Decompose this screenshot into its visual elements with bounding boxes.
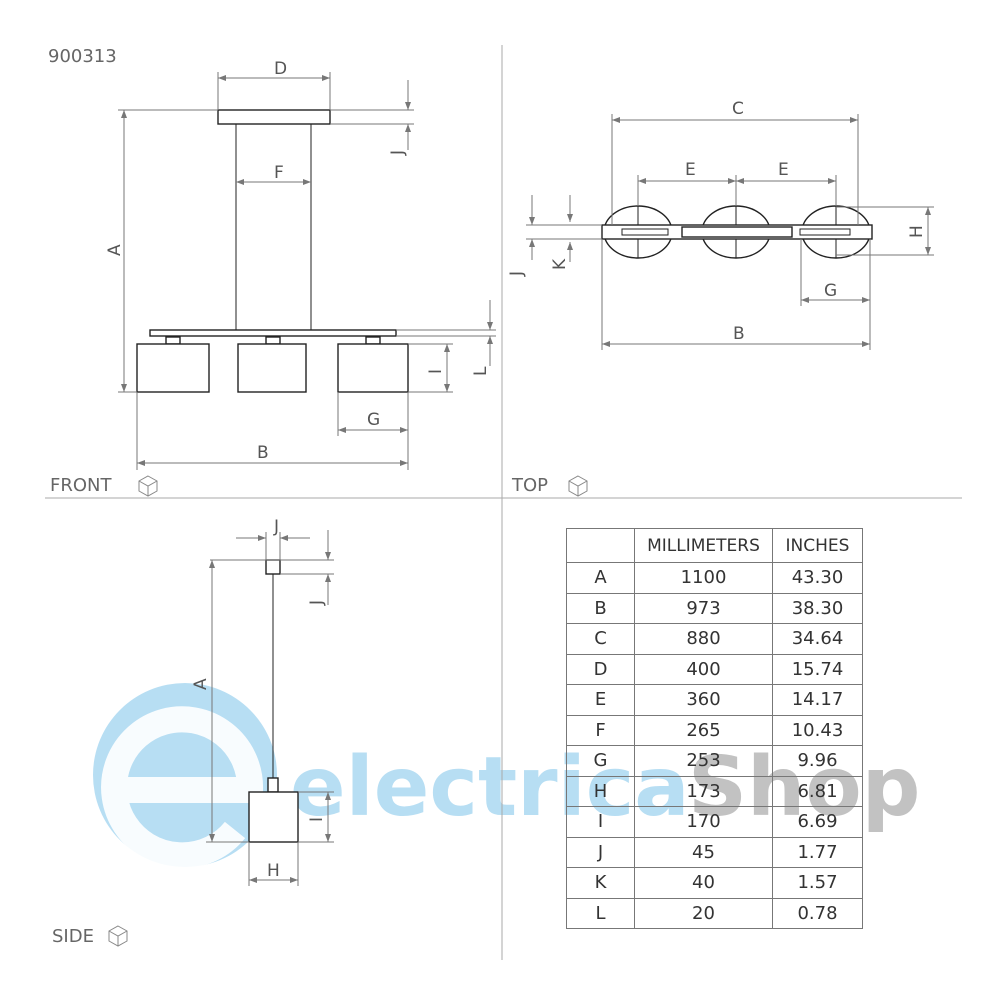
inches-value: 15.74 [772, 653, 863, 685]
label-a-side: A [191, 678, 211, 690]
inches-value: 10.43 [772, 714, 863, 746]
label-k: K [550, 258, 570, 270]
inches-value: 34.64 [772, 623, 863, 655]
dimension-letter: H [566, 775, 635, 807]
dimension-letter: K [566, 867, 635, 899]
side-view-title: SIDE [52, 926, 94, 947]
front-view-title: FRONT [50, 475, 112, 496]
label-i: I [426, 369, 446, 374]
millimeters-value: 880 [634, 623, 773, 655]
dimension-letter: D [566, 653, 635, 685]
header-millimeters: MILLIMETERS [634, 528, 773, 563]
header-inches: INCHES [772, 528, 863, 563]
inches-value: 1.57 [772, 867, 863, 899]
label-h-side: H [267, 861, 280, 881]
inches-value: 1.77 [772, 836, 863, 868]
label-j: J [388, 150, 408, 156]
inches-value: 9.96 [772, 745, 863, 777]
label-g: G [367, 410, 380, 430]
product-code: 900313 [48, 46, 117, 67]
label-e-1: E [685, 160, 696, 180]
millimeters-value: 170 [634, 806, 773, 838]
label-a: A [105, 244, 125, 256]
label-h: H [907, 225, 927, 238]
millimeters-value: 360 [634, 684, 773, 716]
cube-icon [568, 475, 588, 497]
label-b: B [257, 443, 269, 463]
dimension-letter: J [566, 836, 635, 868]
inches-value: 14.17 [772, 684, 863, 716]
label-d: D [274, 59, 287, 79]
label-i-side: I [307, 817, 327, 822]
dimension-letter: I [566, 806, 635, 838]
dimension-letter: E [566, 684, 635, 716]
dimension-letter: L [566, 897, 635, 929]
table-header-row: MILLIMETERS INCHES [566, 528, 863, 563]
dimension-letter: F [566, 714, 635, 746]
front-view: D J F A L I G B FRONT [50, 59, 496, 497]
label-c: C [732, 99, 744, 119]
header-cell [566, 528, 635, 563]
inches-value: 6.81 [772, 775, 863, 807]
millimeters-value: 253 [634, 745, 773, 777]
millimeters-value: 20 [634, 897, 773, 929]
dimension-letter: C [566, 623, 635, 655]
millimeters-value: 265 [634, 714, 773, 746]
millimeters-value: 45 [634, 836, 773, 868]
label-f: F [274, 163, 284, 183]
top-view: C E E J K H G B TOP [507, 99, 934, 497]
label-j-side-v: J [307, 600, 327, 606]
inches-value: 0.78 [772, 897, 863, 929]
millimeters-value: 40 [634, 867, 773, 899]
label-j-top: J [507, 271, 527, 277]
millimeters-value: 173 [634, 775, 773, 807]
label-g-top: G [824, 281, 837, 301]
cube-icon [138, 475, 158, 497]
inches-value: 38.30 [772, 592, 863, 624]
cube-icon [108, 925, 128, 947]
dimension-letter: B [566, 592, 635, 624]
millimeters-value: 400 [634, 653, 773, 685]
millimeters-value: 973 [634, 592, 773, 624]
label-e-2: E [778, 160, 789, 180]
label-b-top: B [733, 324, 745, 344]
top-view-title: TOP [511, 475, 548, 496]
inches-value: 6.69 [772, 806, 863, 838]
side-view: J J A I H SIDE [52, 517, 334, 947]
millimeters-value: 1100 [634, 562, 773, 594]
label-j-side-h: J [273, 517, 279, 537]
dimension-letter: A [566, 562, 635, 594]
dimension-letter: G [566, 745, 635, 777]
label-l: L [471, 366, 491, 376]
inches-value: 43.30 [772, 562, 863, 594]
